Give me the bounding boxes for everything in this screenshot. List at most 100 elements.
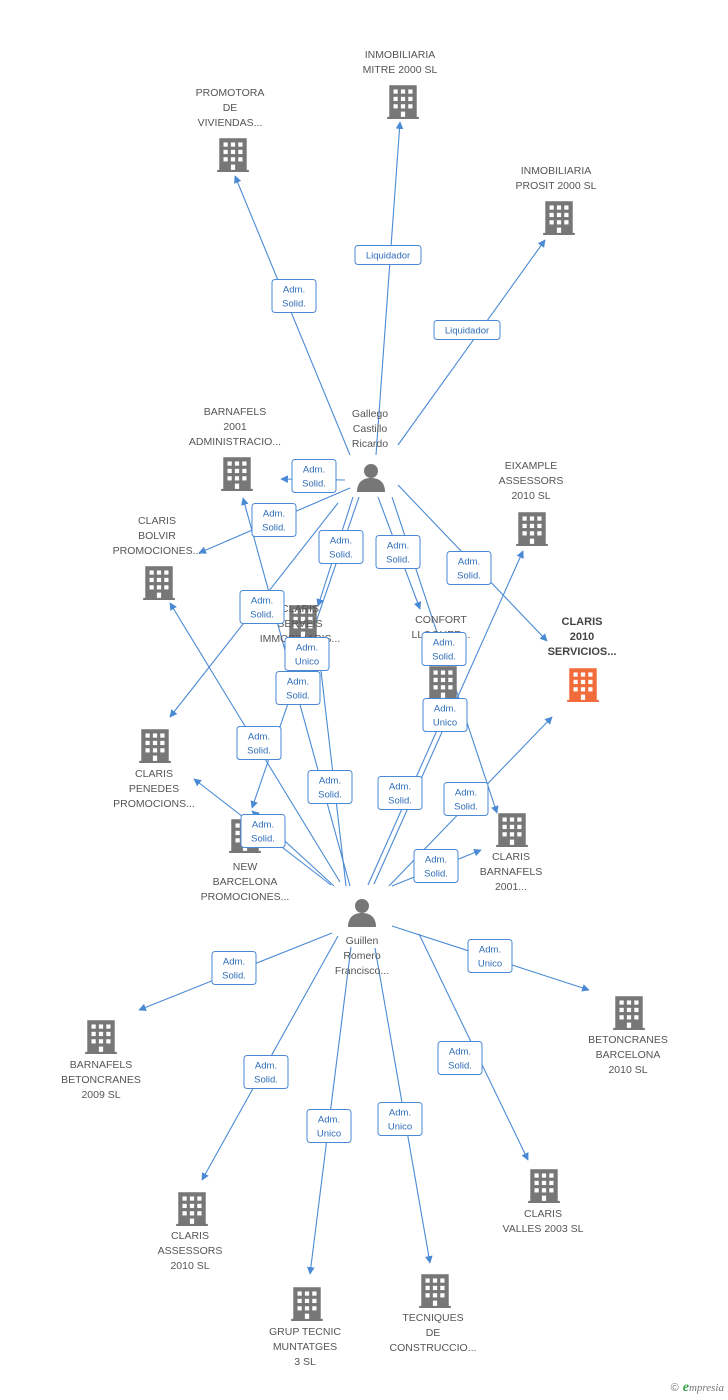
edge-role-text: Adm. — [319, 776, 341, 787]
edge-role-text: Adm. — [263, 509, 285, 520]
edge-role-label[interactable]: Adm.Solid. — [271, 279, 317, 313]
edge-role-label[interactable]: Adm.Unico — [306, 1109, 352, 1143]
edge-role-box — [307, 770, 353, 804]
edge-role-box — [413, 849, 459, 883]
edge-role-text: Unico — [478, 959, 502, 970]
node-tecniques[interactable]: TECNIQUESDECONSTRUCCIO... — [390, 1274, 477, 1354]
node-valles[interactable]: CLARIS VALLES 2003 SL — [503, 1169, 584, 1235]
node-label: ADMINISTRACIO... — [189, 436, 281, 448]
brand-name: mpresia — [688, 1382, 724, 1394]
node-newbcn[interactable]: NEWBARCELONAPROMOCIONES... — [201, 819, 290, 903]
edge-role-text: Adm. — [287, 677, 309, 688]
edge-role-label[interactable]: Adm.Solid. — [307, 770, 353, 804]
node-label: CONSTRUCCIO... — [390, 1342, 477, 1354]
node-barnafels2001[interactable]: CLARISBARNAFELS2001... — [480, 813, 542, 893]
edge-role-text: Solid. — [302, 479, 326, 490]
node-guillen[interactable]: GuillenRomeroFrancisco... — [335, 899, 389, 977]
edge-role-text: Adm. — [433, 638, 455, 649]
copyright-symbol: © — [670, 1382, 679, 1394]
edge-role-text: Unico — [433, 718, 457, 729]
node-label: ASSESSORS — [158, 1245, 223, 1257]
node-label: VIVIENDAS... — [198, 117, 263, 129]
edge-role-label[interactable]: Adm. Solid. — [275, 671, 321, 705]
edge-role-label[interactable]: Adm.Solid. — [443, 782, 489, 816]
node-label: CLARIS — [171, 1230, 209, 1242]
node-label: DE — [223, 102, 238, 114]
edge-role-text: Solid. — [250, 610, 274, 621]
edge-role-text: Adm. — [387, 541, 409, 552]
node-label: BARNAFELS — [480, 866, 542, 878]
edge-role-box — [375, 535, 421, 569]
edge-role-label[interactable]: Liquidador — [354, 245, 422, 265]
building-icon — [176, 1192, 208, 1226]
edge-role-text: Adm. — [425, 855, 447, 866]
edge-role-label[interactable]: Adm.Solid. — [236, 726, 282, 760]
edge-role-label[interactable]: Adm. Solid. — [239, 590, 285, 624]
building-icon — [217, 138, 249, 172]
node-label: BARCELONA — [213, 876, 278, 888]
node-label: MUNTATGES — [273, 1341, 337, 1353]
node-claris2010[interactable]: CLARIS2010SERVICIOS... — [548, 616, 617, 702]
brand-initial: e — [682, 1380, 689, 1395]
node-barnafels2001adm[interactable]: BARNAFELS2001ADMINISTRACIO... — [189, 406, 281, 491]
edge-role-text: Solid. — [251, 834, 275, 845]
node-label: EIXAMPLE — [505, 460, 558, 472]
edge-role-label[interactable]: Adm.Solid. — [211, 951, 257, 985]
edge-role-label[interactable]: Adm. Unico — [467, 939, 513, 973]
edge-role-label[interactable]: Adm. Solid. — [413, 849, 459, 883]
node-label: Gallego — [352, 408, 388, 420]
node-promotora[interactable]: PROMOTORADEVIVIENDAS... — [196, 87, 265, 172]
node-label: PROMOCIONS... — [113, 798, 195, 810]
node-label: VALLES 2003 SL — [503, 1223, 584, 1235]
edge-role-text: Solid. — [457, 571, 481, 582]
node-label: CLARIS — [562, 616, 603, 628]
edge-role-text: Solid. — [222, 971, 246, 982]
edge-role-box — [306, 1109, 352, 1143]
node-bolvir[interactable]: CLARISBOLVIRPROMOCIONES... — [113, 515, 202, 600]
node-label: 2010 — [570, 631, 594, 643]
building-icon — [85, 1020, 117, 1054]
node-penedes[interactable]: CLARISPENEDESPROMOCIONS... — [113, 729, 195, 810]
edge-role-label[interactable]: Adm.Solid. — [421, 632, 467, 666]
node-label: INMOBILIARIA — [521, 165, 592, 177]
building-icon — [613, 996, 645, 1030]
edge-role-label[interactable]: Adm.Solid. — [243, 1055, 289, 1089]
edge-role-label[interactable]: Adm.Solid. — [446, 551, 492, 585]
edge-role-label[interactable]: Adm.Solid. — [318, 530, 364, 564]
edge-role-box — [211, 951, 257, 985]
node-label: MITRE 2000 SL — [363, 64, 438, 76]
edge-role-label[interactable]: Adm.Unico — [377, 1102, 423, 1136]
edge-role-label[interactable]: Adm.Unico — [284, 637, 330, 671]
edge-role-box — [291, 459, 337, 493]
edge-role-label[interactable]: Adm.Solid. — [377, 776, 423, 810]
edge-role-text: Adm. — [479, 945, 501, 956]
node-label: Romero — [343, 950, 381, 962]
building-icon — [387, 85, 419, 119]
edge-role-label[interactable]: Adm.Solid. — [240, 814, 286, 848]
node-label: PENEDES — [129, 783, 179, 795]
node-label: BARNAFELS — [70, 1059, 132, 1071]
edge-role-text: Solid. — [286, 691, 310, 702]
edge-role-label[interactable]: Adm.Solid. — [375, 535, 421, 569]
edge-role-label[interactable]: Adm.Solid. — [251, 503, 297, 537]
edge-role-label[interactable]: Adm.Unico — [422, 698, 468, 732]
edges-layer — [138, 121, 590, 1275]
edge-role-text: Adm. — [251, 596, 273, 607]
building-icon — [291, 1287, 323, 1321]
edge-role-box — [421, 632, 467, 666]
edge-role-label[interactable]: Adm.Solid. — [291, 459, 337, 493]
node-label: CLARIS — [524, 1208, 562, 1220]
edge-role-label[interactable]: Adm.Solid. — [437, 1041, 483, 1075]
edge-role-text: Adm. — [389, 782, 411, 793]
edge-role-box — [243, 1055, 289, 1089]
edge-role-label[interactable]: Liquidador — [433, 320, 501, 340]
edge-role-text: Solid. — [424, 869, 448, 880]
